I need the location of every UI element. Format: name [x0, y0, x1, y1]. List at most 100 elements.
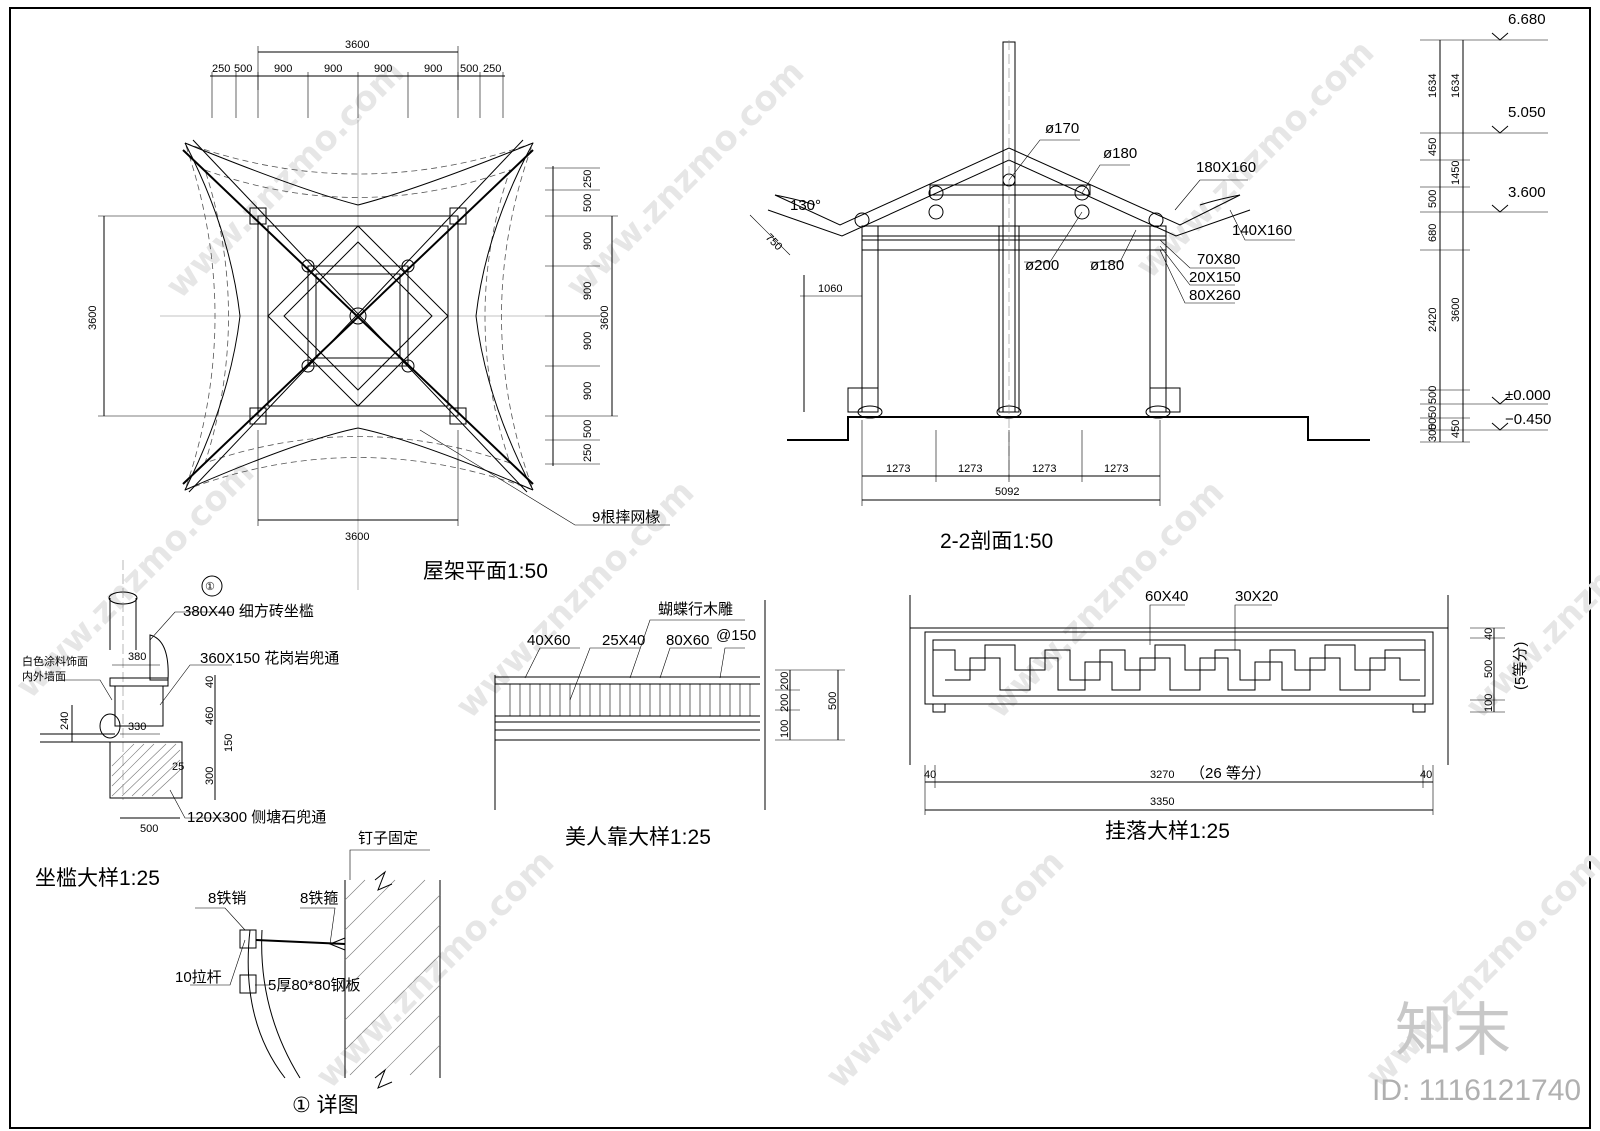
watermark-id: ID: 1116121740	[1372, 1074, 1581, 1107]
section-callout: 140X160	[1232, 222, 1292, 239]
eave-outline-inner	[204, 169, 511, 464]
section-callout: 70X80	[1197, 251, 1240, 268]
section-bay: 1273	[886, 463, 910, 475]
elev-dim: 1634	[1427, 74, 1439, 98]
bench-note: 80X60	[666, 632, 709, 649]
roof-plan-top-seg: 500	[234, 63, 252, 75]
section-ground	[787, 416, 1370, 441]
watermark-site: www.znzmo.com	[308, 842, 562, 1096]
roof-frame-diamond	[267, 225, 449, 407]
sill-title: 坐槛大样1:25	[35, 867, 160, 890]
sill-marker: ①	[205, 581, 215, 593]
roof-plan-top-seg: 900	[374, 63, 392, 75]
elev-outer-dim: 1634	[1450, 74, 1462, 98]
fret-note: 30X20	[1235, 588, 1278, 605]
fret-note: 60X40	[1145, 588, 1188, 605]
roof-plan-right-seg: 900	[582, 332, 594, 350]
bench-note: 蝴蝶行木雕	[658, 601, 733, 618]
sill-note: 120X300 侧塘石兜通	[187, 808, 326, 826]
roof-plan-top-seg: 250	[212, 63, 230, 75]
fret-bottom-note: （26 等分）	[1190, 764, 1271, 782]
roof-plan: 3600 250 500 900 900 900 900 500 250 360…	[87, 39, 670, 590]
sill-dim: 500	[140, 823, 158, 835]
sill-note: 380X40 细方砖坐槛	[183, 603, 314, 620]
roof-plan-right-seg: 900	[582, 382, 594, 400]
elev-dim: 2420	[1427, 308, 1439, 332]
watermark-site: www.znzmo.com	[1458, 472, 1600, 726]
level-mark: −0.450	[1505, 411, 1551, 428]
elev-dim: 680	[1427, 224, 1439, 242]
watermark-site: www.znzmo.com	[818, 842, 1072, 1096]
sill-note: 360X150 花岗岩兜通	[200, 649, 339, 667]
roof-plan-top-total: 3600	[345, 39, 369, 51]
section-callout: 20X150	[1189, 269, 1241, 286]
roof-plan-right-seg: 250	[582, 444, 594, 462]
bench-note: 25X40	[602, 632, 645, 649]
roof-plan-left-total: 3600	[87, 306, 99, 330]
sill-dim: 300	[204, 767, 216, 785]
roof-plan-top-seg: 900	[424, 63, 442, 75]
fret-title: 挂落大样1:25	[1105, 820, 1230, 843]
detail-one-note: 钉子固定	[358, 830, 418, 847]
fret-total: 3350	[1150, 796, 1174, 808]
section-bay: 1273	[1032, 463, 1056, 475]
sill-dim: 150	[223, 734, 235, 752]
detail-one-note: 5厚80*80钢板	[268, 976, 361, 994]
roof-plan-top-seg: 250	[483, 63, 501, 75]
bench-dim: 500	[827, 692, 839, 710]
hip-rafter	[182, 149, 534, 485]
fret-right-dim: 100	[1483, 694, 1495, 712]
elev-dim-small: 50	[1427, 418, 1439, 430]
section-callout: ø170	[1045, 120, 1079, 137]
fret-detail: 60X40 30X20 40 500 100 (5等分) 3270 （26 等分…	[909, 588, 1529, 843]
sill-dim: 460	[204, 707, 216, 725]
roof-plan-top-seg: 500	[460, 63, 478, 75]
elev-outer-dim: 1450	[1450, 161, 1462, 185]
fret-right-note: (5等分)	[1511, 642, 1529, 690]
sill-detail: 500 240 330 380 40 460 150 300 25 ① 380X…	[22, 560, 339, 890]
roof-plan-right-seg: 250	[582, 170, 594, 188]
detail-one-title: ① 详图	[292, 1094, 359, 1117]
sill-wall-note: 白色涂料饰面	[22, 654, 88, 668]
sill-foundation	[109, 741, 183, 799]
bench-dim: 200	[779, 672, 791, 690]
level-mark: 5.050	[1508, 104, 1546, 121]
sill-dim: 240	[59, 712, 71, 730]
elev-outer-dim: 3600	[1450, 298, 1462, 322]
watermark-site: www.znzmo.com	[978, 472, 1232, 726]
fret-right-dim: 500	[1483, 660, 1495, 678]
sill-dim: 40	[204, 676, 216, 688]
elev-dim: 450	[1427, 138, 1439, 156]
roof-plan-right-seg: 900	[582, 232, 594, 250]
roof-plan-right-seg: 500	[582, 194, 594, 212]
roof-plan-top-seg: 900	[324, 63, 342, 75]
watermark-logo: 知末	[1395, 996, 1511, 1064]
watermark-site: www.znzmo.com	[8, 452, 262, 706]
elev-outer-dim: 450	[1450, 420, 1462, 438]
column-left	[861, 225, 879, 413]
fret-edge: 40	[1420, 769, 1432, 781]
roof-plan-rafter-note: 9根摔网椽	[592, 509, 660, 526]
section-callout: 80X260	[1189, 287, 1241, 304]
watermark-site: www.znzmo.com	[448, 472, 702, 726]
section-callout: ø180	[1103, 145, 1137, 162]
watermark-site: www.znzmo.com	[558, 52, 812, 306]
bench-title: 美人靠大样1:25	[565, 826, 711, 849]
roof-plan-right-total: 3600	[599, 306, 611, 330]
level-mark: ±0.000	[1505, 387, 1551, 404]
detail-one-note: 10拉杆	[175, 969, 222, 986]
elev-dim: 500	[1427, 386, 1439, 404]
bench-dim: 100	[779, 720, 791, 738]
sheet-border	[9, 7, 1591, 1129]
sill-dim: 330	[128, 721, 146, 733]
section-callout: 180X160	[1196, 159, 1256, 176]
section-eave-len: 750	[763, 232, 784, 253]
section-callout: ø200	[1025, 257, 1059, 274]
section-total: 5092	[995, 486, 1019, 498]
section-callout: ø180	[1090, 257, 1124, 274]
section-eave-height: 1060	[818, 283, 842, 295]
fret-bottom-dim: 3270	[1150, 769, 1174, 781]
detail-one: 钉子固定 8铁销 8铁箍 10拉杆 5厚80*80钢板 ① 详图	[175, 830, 441, 1117]
elev-dim: 500	[1427, 190, 1439, 208]
